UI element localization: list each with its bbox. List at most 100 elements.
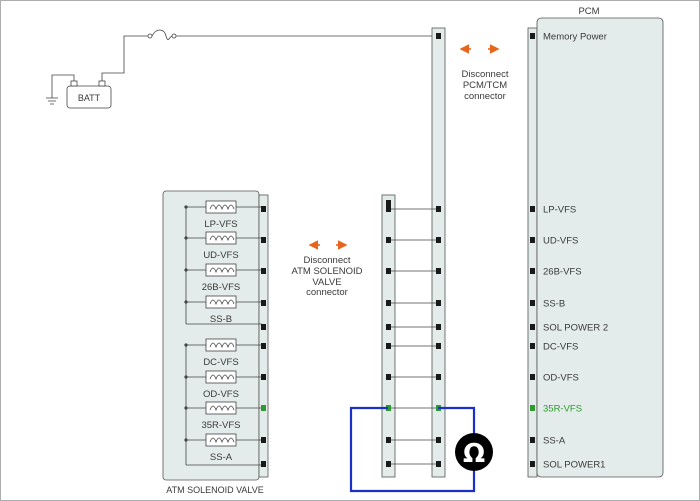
bus-junction xyxy=(184,300,188,304)
solenoid-note-line-2: ATM SOLENOID xyxy=(291,266,362,277)
bus-junction xyxy=(184,343,188,347)
battery-label: BATT xyxy=(78,93,101,103)
harness-pin-left xyxy=(386,300,391,306)
pcm-pin-label: SS-B xyxy=(543,299,565,310)
solenoid-coil: SS-A xyxy=(184,433,262,463)
bus-junction xyxy=(184,375,188,379)
battery xyxy=(66,85,112,109)
coil-winding xyxy=(209,437,235,444)
harness-pin-right xyxy=(436,461,441,467)
solenoid-disconnect-note: Disconnect ATM SOLENOID VALVE connector xyxy=(291,240,363,298)
pcm-pin xyxy=(530,343,535,349)
coil-winding xyxy=(209,299,235,306)
pcm-pin-label: SOL POWER 2 xyxy=(543,323,608,334)
solenoid-connector-strip xyxy=(258,194,269,478)
harness-pin-right xyxy=(436,300,441,306)
harness-pin-left xyxy=(386,268,391,274)
bus-junction xyxy=(184,236,188,240)
pcm-pin-label: 35R-VFS xyxy=(543,404,582,415)
pcm-pin-label: LP-VFS xyxy=(543,205,576,216)
solenoid-label: SS-A xyxy=(210,452,233,463)
pcm-note-line-1: Disconnect xyxy=(462,69,509,80)
pcm-pin xyxy=(530,237,535,243)
solenoid-label: OD-VFS xyxy=(203,389,239,400)
solenoid-connector-pin xyxy=(261,405,266,411)
pcm-title: PCM xyxy=(578,6,599,17)
harness-pin-left xyxy=(386,374,391,380)
pcm-note-line-3: connector xyxy=(464,91,506,102)
ohmmeter-icon xyxy=(455,433,493,471)
solenoid-coil: OD-VFS xyxy=(184,370,262,400)
fuse-terminal-left xyxy=(147,33,153,39)
coil-winding xyxy=(209,204,235,211)
battery-terminal-pos xyxy=(98,80,106,87)
harness-pin-right xyxy=(436,324,441,330)
harness-pin-left xyxy=(386,324,391,330)
pcm-disconnect-note: Disconnect PCM/TCM connector xyxy=(459,44,509,102)
pcm-pin xyxy=(530,33,535,39)
fuse-terminal-right xyxy=(171,33,177,39)
solenoid-coil: UD-VFS xyxy=(184,231,262,261)
pcm-pin xyxy=(530,324,535,330)
ground-wire xyxy=(51,74,75,98)
pcm-pin xyxy=(530,437,535,443)
solenoid-connector-pin xyxy=(261,268,266,274)
bus-junction xyxy=(184,268,188,272)
pcm-pin xyxy=(530,206,535,212)
solenoid-note-line-1: Disconnect xyxy=(304,255,351,266)
solenoid-coil: LP-VFS xyxy=(184,200,262,230)
fuse-icon xyxy=(151,29,173,40)
battery-positive-wire xyxy=(101,35,148,81)
solenoid-connector-pin xyxy=(261,324,266,330)
memory-power-pin xyxy=(436,33,441,39)
harness-pin-top xyxy=(386,200,391,206)
solenoid-label: DC-VFS xyxy=(203,357,238,368)
pcm-note-line-2: PCM/TCM xyxy=(463,80,507,91)
solenoid-note-line-4: connector xyxy=(306,287,348,298)
solenoid-list: LP-VFSUD-VFS26B-VFSSS-BDC-VFSOD-VFS35R-V… xyxy=(184,200,266,467)
pcm-pin-label: OD-VFS xyxy=(543,373,579,384)
solenoid-connector-pin xyxy=(261,437,266,443)
solenoid-label: 35R-VFS xyxy=(201,420,240,431)
solenoid-connector-pin xyxy=(261,206,266,212)
battery-terminal-neg xyxy=(70,80,78,87)
coil-winding xyxy=(209,267,235,274)
solenoid-connector-pin xyxy=(261,237,266,243)
harness-pin-left xyxy=(386,437,391,443)
harness-pin-left xyxy=(386,343,391,349)
solenoid-connector-pin xyxy=(261,300,266,306)
solenoid-label: 26B-VFS xyxy=(202,282,241,293)
harness-pin-left xyxy=(386,405,391,411)
pcm-pin-label: SS-A xyxy=(543,436,566,447)
pcm-harness-connector xyxy=(431,27,446,478)
pcm-pin-label: Memory Power xyxy=(543,32,607,43)
coil-winding xyxy=(209,342,235,349)
harness-pin-right xyxy=(436,237,441,243)
coil-winding xyxy=(209,235,235,242)
harness-pin-right xyxy=(436,374,441,380)
pcm-pin-label: DC-VFS xyxy=(543,342,578,353)
harness-wires xyxy=(386,33,441,467)
battery-circuit: BATT xyxy=(46,29,440,109)
solenoid-label: LP-VFS xyxy=(204,219,237,230)
solenoid-valve-title: ATM SOLENOID VALVE xyxy=(166,485,264,495)
harness-pin-left xyxy=(386,206,391,212)
bus-junction xyxy=(184,438,188,442)
solenoid-coil: 35R-VFS xyxy=(184,401,262,431)
solenoid-connector-pin xyxy=(261,374,266,380)
solenoid-label: UD-VFS xyxy=(203,250,238,261)
solenoid-coil: DC-VFS xyxy=(184,338,262,368)
solenoid-connector-pin xyxy=(261,461,266,467)
ground-symbol xyxy=(46,97,58,105)
coil-winding xyxy=(209,405,235,412)
harness-pin-right xyxy=(436,268,441,274)
pcm-module xyxy=(536,17,664,478)
pcm-pin xyxy=(530,405,535,411)
bus-junction xyxy=(184,406,188,410)
pcm-pin xyxy=(530,461,535,467)
pcm-pin-label: 26B-VFS xyxy=(543,267,582,278)
bus-junction xyxy=(184,205,188,209)
pcm-pin-label: SOL POWER1 xyxy=(543,460,605,471)
